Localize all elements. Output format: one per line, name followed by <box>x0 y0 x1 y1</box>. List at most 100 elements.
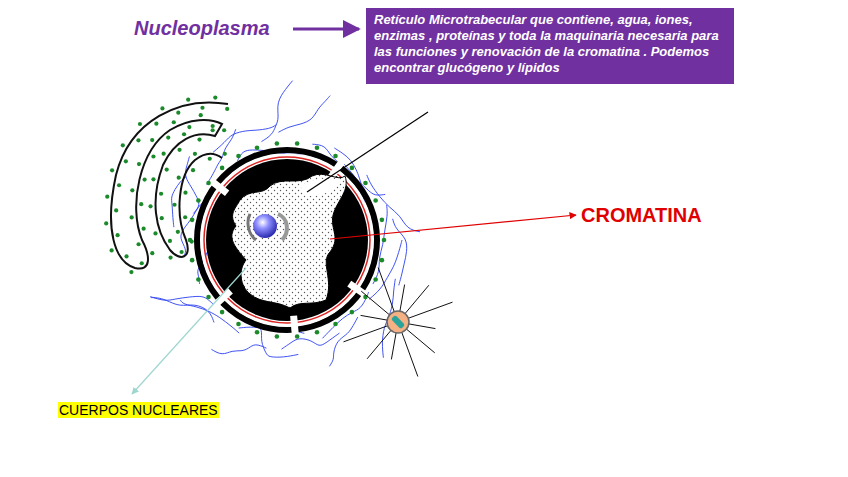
ribosome <box>117 183 121 187</box>
ribosome <box>166 135 170 139</box>
callout-box: Retículo Microtrabecular que contiene, a… <box>366 8 734 84</box>
ribosome <box>333 322 338 327</box>
ribosome <box>124 254 128 258</box>
ribosome <box>177 148 181 152</box>
ribosome <box>193 152 197 156</box>
filament <box>151 298 214 323</box>
nuclear-pores <box>212 162 365 334</box>
leader-line <box>307 112 428 192</box>
ribosome <box>110 248 114 252</box>
ribosome <box>255 145 260 150</box>
ribosome <box>177 176 181 180</box>
ribosome <box>191 168 195 172</box>
leader-arrow <box>293 28 359 31</box>
nucleolus <box>253 214 277 238</box>
ribosome <box>363 181 368 186</box>
nucleoplasm <box>232 174 346 308</box>
filament <box>261 81 292 142</box>
ribosome <box>137 162 141 166</box>
ribosome <box>315 330 320 335</box>
ribosome <box>236 322 241 327</box>
ribosome <box>373 277 378 282</box>
ribosome <box>162 152 166 156</box>
ribosome <box>142 227 146 231</box>
ribosome <box>236 154 241 159</box>
pore <box>212 182 227 194</box>
ribosome <box>188 238 193 243</box>
ribosomes <box>188 141 387 339</box>
ribosome <box>154 122 158 126</box>
leader-arrow <box>330 215 576 239</box>
ribosome <box>196 277 201 282</box>
ribosome <box>220 310 225 315</box>
ribosome <box>121 143 125 147</box>
ribosome <box>382 238 387 243</box>
ribosome <box>176 111 180 115</box>
ribosome <box>150 251 154 255</box>
ribosome <box>105 195 109 199</box>
ribosome <box>151 154 155 158</box>
filament <box>281 333 339 349</box>
ribosome <box>206 295 211 300</box>
centrosome <box>343 267 452 376</box>
nucleoplasm-clear <box>300 178 340 196</box>
filament <box>278 96 330 133</box>
ribosome <box>151 177 155 181</box>
centriole <box>391 315 405 329</box>
ribosome <box>168 239 172 243</box>
ribosome <box>275 141 280 146</box>
leader-arrow <box>132 268 246 394</box>
nucleolus-swirl <box>248 214 256 240</box>
filament <box>211 345 266 354</box>
ribosome <box>275 334 280 339</box>
ribosome <box>350 166 355 171</box>
ribosome <box>380 218 385 223</box>
ribosome <box>183 191 187 195</box>
ribosome <box>110 168 114 172</box>
filament <box>185 156 198 213</box>
ribosome <box>172 120 176 124</box>
ribosome <box>176 230 180 234</box>
pore <box>349 284 365 295</box>
ribosome <box>208 157 212 161</box>
ribosome <box>206 181 211 186</box>
ribosome <box>211 128 215 132</box>
ribosome <box>187 125 191 129</box>
ribosome <box>143 177 147 181</box>
ribosome <box>190 218 195 223</box>
ribosome <box>136 242 140 246</box>
ribosome <box>199 113 203 117</box>
ribosome <box>200 106 204 110</box>
title-label: Nucleoplasma <box>133 17 271 40</box>
centrosome-body <box>387 311 409 333</box>
ribosome <box>165 167 169 171</box>
ribosome <box>350 310 355 315</box>
ribosome <box>153 231 157 235</box>
nucleolus-swirl <box>278 214 287 240</box>
ribosome <box>139 202 143 206</box>
ribosome <box>380 258 385 263</box>
ribosome <box>115 233 119 237</box>
ribosome <box>159 192 163 196</box>
ribosome <box>211 124 215 128</box>
ribosome <box>363 295 368 300</box>
ribosome <box>136 138 140 142</box>
ribosome <box>255 330 260 335</box>
ribosome <box>179 250 183 254</box>
ribosome <box>172 203 176 207</box>
ribosome <box>373 198 378 203</box>
ribosome <box>213 96 217 100</box>
inner-membrane <box>204 157 370 323</box>
cytoskeleton <box>150 81 420 367</box>
ribosome <box>190 258 195 263</box>
ribosome <box>186 98 190 102</box>
perinuclear-space <box>202 155 372 325</box>
pore <box>294 316 296 335</box>
ribosome <box>225 107 229 111</box>
part-label: CUERPOS NUCLEARES <box>58 402 219 418</box>
ribosome <box>130 215 134 219</box>
ribosome <box>222 128 226 132</box>
filament <box>393 219 407 286</box>
ribosome <box>315 145 320 150</box>
